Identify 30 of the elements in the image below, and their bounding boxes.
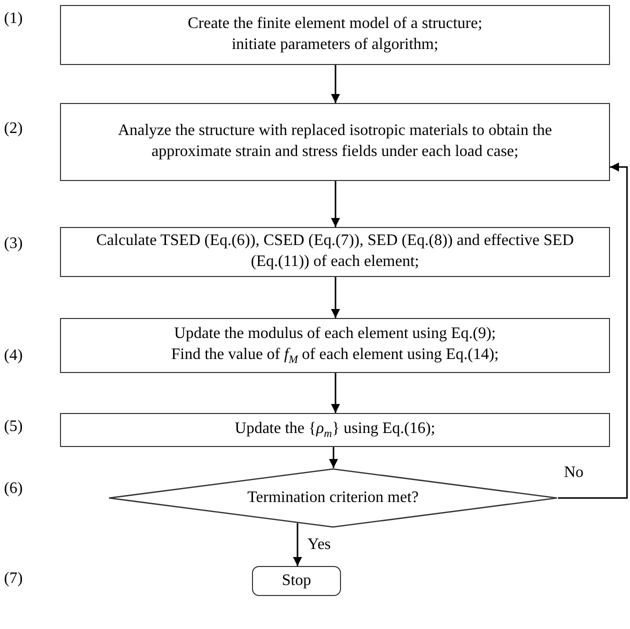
step-number: (4) bbox=[4, 347, 23, 365]
arrow bbox=[331, 277, 340, 318]
arrow bbox=[331, 65, 340, 103]
step-text: Find the value of f$_{M}$ of each element using Eq.(14); bbox=[170, 344, 500, 368]
step-text: Stop bbox=[280, 570, 312, 591]
step-text: Termination criterion met? bbox=[247, 488, 419, 508]
step-text: Update the {ρ$_{m}$} using Eq.(16); bbox=[234, 418, 436, 442]
arrow bbox=[558, 162, 628, 499]
arrow bbox=[293, 523, 302, 566]
process-box bbox=[60, 227, 610, 277]
step-text: Update the modulus of each element using Eq.(9); bbox=[173, 324, 497, 344]
arrow bbox=[331, 181, 340, 227]
process-box bbox=[60, 5, 610, 65]
step-text: initiate parameters of algorithm; bbox=[230, 35, 440, 55]
step-text: Calculate TSED (Eq.(6)), CSED (Eq.(7)), SED (Eq.(8)) and effective SED (Eq.(11)) of each element; bbox=[95, 231, 575, 272]
step-text: Create the finite element model of a structure; bbox=[186, 14, 484, 34]
step-number: (1) bbox=[4, 10, 23, 28]
process-box bbox=[60, 318, 610, 373]
terminal-box bbox=[252, 566, 341, 596]
step-number: (2) bbox=[4, 120, 23, 138]
process-box bbox=[60, 413, 610, 447]
arrow bbox=[329, 447, 338, 468]
step-number: (3) bbox=[4, 235, 23, 253]
step-number: (6) bbox=[4, 480, 23, 498]
decision-diamond bbox=[108, 468, 558, 528]
step-text: Analyze the structure with replaced isotropic materials to obtain the approximate strain and stress fields under each load case; bbox=[116, 121, 554, 162]
process-box bbox=[60, 103, 610, 181]
arrow bbox=[331, 373, 340, 413]
step-number: (5) bbox=[4, 418, 23, 436]
step-number: (7) bbox=[4, 570, 23, 588]
